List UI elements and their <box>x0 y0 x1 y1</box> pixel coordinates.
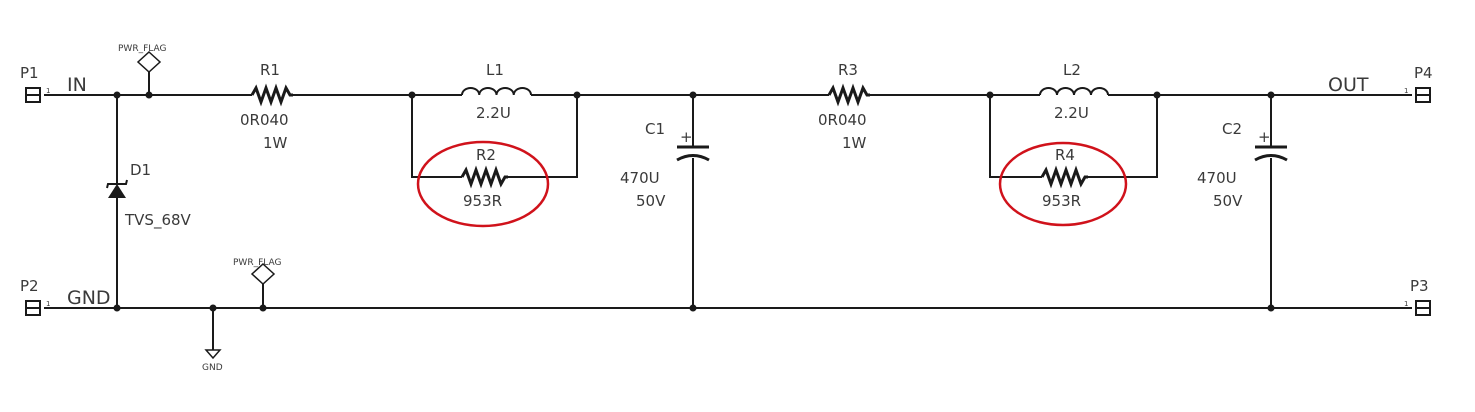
connector-p3: P3 1 <box>1404 277 1431 316</box>
power-flag-top-label: PWR_FLAG <box>118 44 166 54</box>
connector-p1: P1 1 <box>20 64 50 103</box>
connector-p4-pin: 1 <box>1404 87 1408 95</box>
capacitor-c2-ref: C2 <box>1222 120 1242 138</box>
diode-d1-ref: D1 <box>130 161 151 179</box>
resistor-r1-value: 0R040 <box>240 111 289 129</box>
ground-symbol-label: GND <box>202 363 223 373</box>
resistor-r3-rating: 1W <box>842 134 867 152</box>
connector-p3-ref: P3 <box>1410 277 1429 295</box>
resistor-r4-ref: R4 <box>1055 146 1075 164</box>
net-label-in: IN <box>67 74 87 96</box>
resistor-r1: R1 0R040 1W <box>240 61 293 152</box>
capacitor-c2: + C2 470U 50V <box>1197 120 1288 210</box>
connector-p4: P4 1 <box>1404 64 1433 103</box>
connector-p4-ref: P4 <box>1414 64 1433 82</box>
wires-ground-net <box>44 72 1412 350</box>
net-label-out: OUT <box>1328 74 1369 96</box>
net-label-gnd: GND <box>67 287 111 309</box>
power-flag-top: PWR_FLAG <box>118 44 166 74</box>
inductor-l2-value: 2.2U <box>1054 104 1089 122</box>
resistor-r3-ref: R3 <box>838 61 858 79</box>
resistor-r2-ref: R2 <box>476 146 496 164</box>
capacitor-c2-value: 470U <box>1197 169 1237 187</box>
resistor-r4-value: 953R <box>1042 192 1081 210</box>
connector-p2-ref: P2 <box>20 277 39 295</box>
resistor-r2: R2 953R <box>460 146 508 210</box>
highlight-circle-r4 <box>998 141 1128 227</box>
inductor-l1-ref: L1 <box>486 61 504 79</box>
resistor-r1-ref: R1 <box>260 61 280 79</box>
resistor-r2-value: 953R <box>463 192 502 210</box>
connector-p3-pin: 1 <box>1404 300 1408 308</box>
diode-d1-value: TVS_68V <box>124 211 192 230</box>
inductor-l2-ref: L2 <box>1063 61 1081 79</box>
capacitor-c1-rating: 50V <box>636 192 666 210</box>
power-flag-bottom: PWR_FLAG <box>233 258 281 286</box>
diode-d1-symbol <box>108 184 126 198</box>
ground-symbol: GND <box>202 349 223 373</box>
connector-p1-ref: P1 <box>20 64 39 82</box>
resistor-r1-rating: 1W <box>263 134 288 152</box>
capacitor-c1: + C1 470U 50V <box>620 120 710 210</box>
diode-d1: D1 TVS_68V <box>106 161 192 230</box>
connector-p2-pin: 1 <box>46 300 50 308</box>
inductor-l1-value: 2.2U <box>476 104 511 122</box>
resistor-r4: R4 953R <box>1040 146 1088 210</box>
capacitor-c2-polarity: + <box>1258 128 1271 146</box>
connector-p2: P2 1 <box>20 277 50 316</box>
highlight-circle-r2 <box>416 140 550 228</box>
capacitor-c1-value: 470U <box>620 169 660 187</box>
power-flag-bottom-label: PWR_FLAG <box>233 258 281 268</box>
connector-p1-pin: 1 <box>46 87 50 95</box>
capacitor-c1-ref: C1 <box>645 120 665 138</box>
inductor-l2: L2 2.2U <box>1039 61 1109 122</box>
capacitor-c2-rating: 50V <box>1213 192 1243 210</box>
resistor-r3: R3 0R040 1W <box>818 61 870 152</box>
capacitor-c1-polarity: + <box>680 128 693 146</box>
resistor-r3-value: 0R040 <box>818 111 867 129</box>
inductor-l1: L1 2.2U <box>461 61 532 122</box>
junction-dots <box>113 91 1275 312</box>
wires-top-net <box>44 94 1412 178</box>
